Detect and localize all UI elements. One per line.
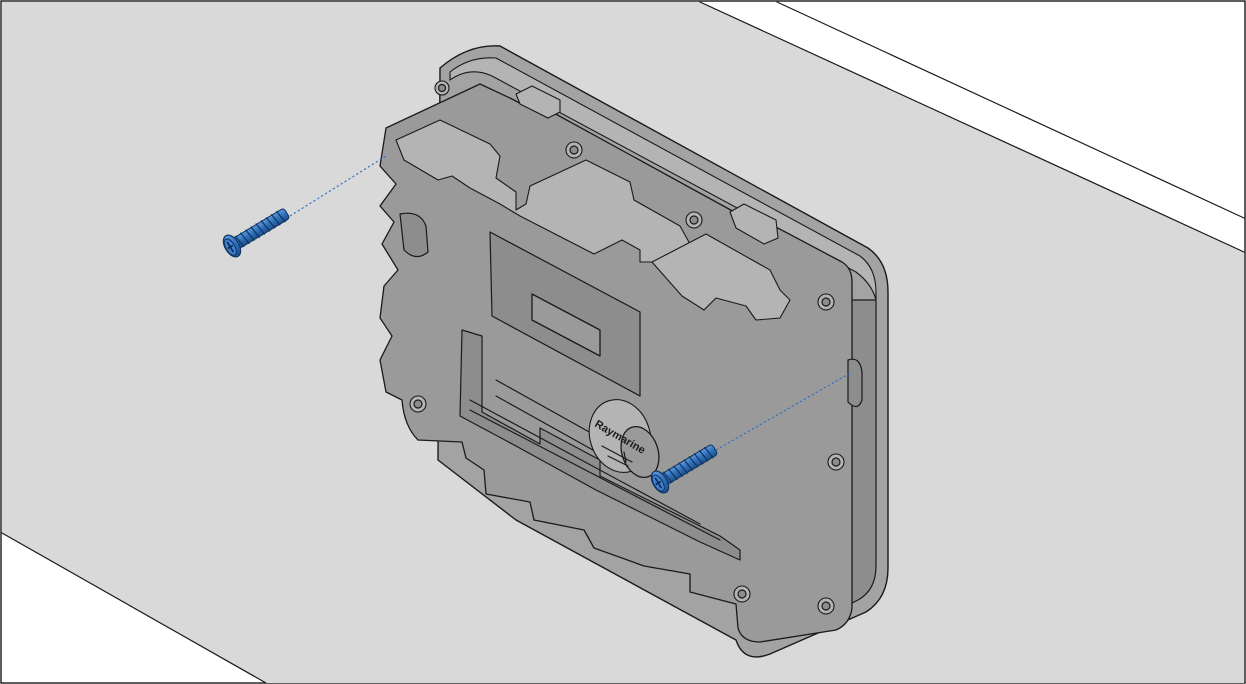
brand-logo: Raymarine — [588, 399, 660, 478]
mounting-screw-left — [222, 208, 290, 258]
mounting-slot-right — [847, 358, 863, 408]
alignment-guide-right — [715, 371, 853, 451]
mounting-screw-right — [650, 444, 718, 494]
mounting-bosses — [434, 80, 845, 615]
alignment-guide-left — [289, 155, 387, 217]
device-unit: Raymarine — [379, 45, 889, 658]
